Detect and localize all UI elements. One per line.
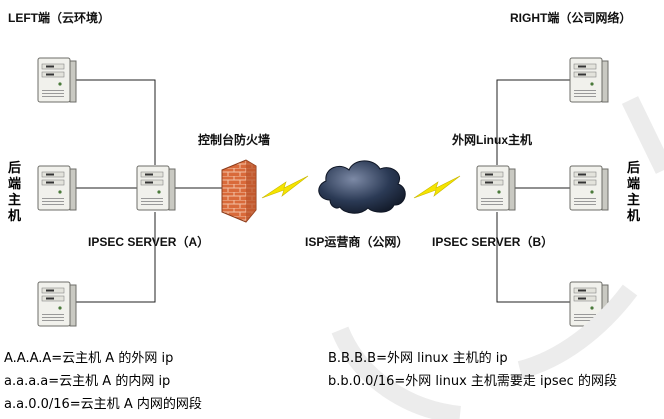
lightning-icon-right: [413, 175, 461, 199]
note-left-1: A.A.A.A=云主机 A 的外网 ip: [4, 350, 173, 366]
watermark: [331, 96, 664, 419]
server-icon-left-middle: [37, 165, 77, 211]
backend-right-label: 后 端 主 机: [627, 160, 645, 224]
server-icon-ipsec-b: [476, 165, 516, 211]
connection-lines: [60, 79, 570, 303]
note-right-2: b.b.0.0/16=外网 linux 主机需要走 ipsec 的网段: [328, 373, 617, 389]
note-left-2: a.a.a.a=云主机 A 的内网 ip: [4, 373, 170, 389]
backend-left-label: 后 端 主 机: [8, 160, 26, 224]
server-icon-ipsec-a: [136, 165, 176, 211]
left-side-label: LEFT端（云环境）: [8, 10, 110, 25]
cloud-icon: [318, 160, 406, 214]
firewall-icon: [221, 159, 257, 223]
server-icon-left-top: [37, 57, 77, 103]
server-icon-right-middle: [569, 165, 609, 211]
note-left-3: a.a.0.0/16=云主机 A 内网的网段: [4, 396, 202, 412]
right-side-label: RIGHT端（公司网络）: [510, 10, 631, 25]
server-icon-right-top: [569, 57, 609, 103]
server-b-label: IPSEC SERVER（B）: [432, 234, 553, 249]
linux-host-label: 外网Linux主机: [452, 132, 532, 147]
server-a-label: IPSEC SERVER（A）: [88, 234, 209, 249]
lightning-icon-left: [261, 175, 309, 199]
server-icon-left-bottom: [37, 281, 77, 327]
firewall-label: 控制台防火墙: [198, 132, 270, 147]
isp-label: ISP运营商（公网）: [305, 234, 408, 249]
note-right-1: B.B.B.B=外网 linux 主机的 ip: [328, 350, 508, 366]
